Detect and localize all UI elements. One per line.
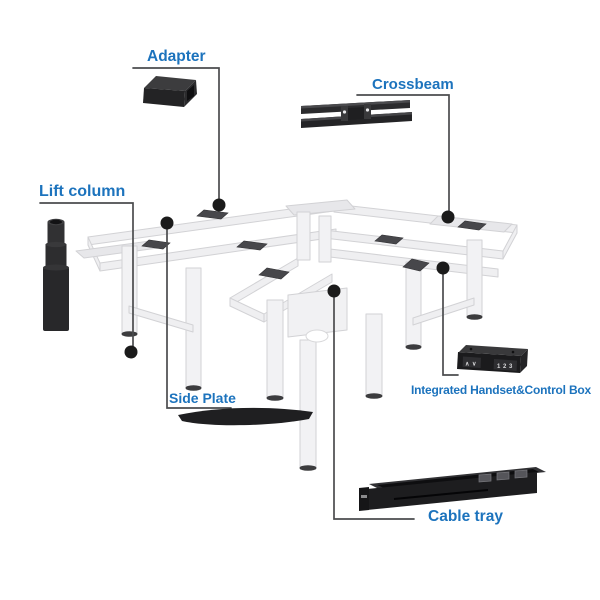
crossbeam-upper-beam-highlight	[301, 100, 410, 109]
handset-updown-buttons: ∧ ∨	[465, 362, 477, 368]
cable-tray-callout-dot	[327, 284, 341, 298]
adapter-plate	[258, 267, 290, 280]
leg-foot	[405, 344, 422, 350]
leg	[266, 299, 284, 398]
adapter-top-face	[144, 76, 196, 91]
crossbeam-label: Crossbeam	[372, 76, 454, 93]
side-plate-callout-dot	[160, 216, 174, 230]
bottom-wing-connector	[229, 297, 265, 323]
callout-dots	[124, 198, 455, 359]
lift-column-callout-line	[39, 202, 134, 347]
adapter-plate	[457, 220, 487, 231]
side-plate-label: Side Plate	[169, 390, 236, 406]
handset-preset-buttons: 1 2 3	[497, 364, 513, 370]
right-wing-end-connector	[502, 224, 518, 260]
leg	[299, 339, 317, 468]
leg-foot	[185, 385, 202, 391]
leg	[121, 245, 138, 334]
adapter-front-face	[143, 88, 185, 107]
leg-foot	[299, 465, 317, 471]
cable-tray-front-slot	[393, 489, 489, 500]
lift-column-stage-3-rim	[43, 264, 69, 271]
left-wing-crossbar	[128, 305, 194, 333]
lift-column-label: Lift column	[39, 183, 126, 200]
crossbeam-part	[301, 100, 412, 128]
lift-column-callout-dot	[124, 345, 138, 359]
hub-top-plate	[285, 199, 356, 216]
cable-tray-left-slot	[361, 495, 367, 498]
lift-column-stage-1	[47, 222, 65, 246]
leg-foot	[466, 314, 483, 320]
adapter-socket-hole	[187, 85, 194, 101]
leg	[365, 313, 383, 396]
crossbeam-screw-hole	[365, 108, 370, 112]
adapter-plates	[141, 209, 487, 280]
leg-foot	[365, 393, 383, 399]
adapter-plate	[374, 234, 404, 245]
handset-screw	[511, 350, 515, 354]
lift-column-top-bore	[50, 219, 62, 225]
side-plate-part	[178, 407, 313, 426]
cable-tray-left-end	[359, 487, 369, 511]
cable-tray-clip	[478, 473, 492, 483]
lift-column-stage-2	[45, 244, 67, 269]
cable-tray-label: Cable tray	[428, 508, 503, 525]
lift-column-part	[43, 218, 69, 331]
cable-tray-part	[359, 467, 546, 511]
adapter-label: Adapter	[147, 48, 206, 65]
lift-column-stage-3	[43, 267, 69, 331]
handset-button-panel-right	[493, 359, 517, 371]
handset-callout-dot	[436, 261, 450, 275]
desk-frame	[75, 199, 518, 471]
adapter-plate	[141, 239, 171, 250]
hub-column-right	[318, 215, 332, 263]
hub-column-left	[296, 211, 311, 261]
handset-top-face	[459, 345, 528, 356]
cable-tray-front-face	[367, 472, 537, 510]
adapter-callout-dot	[212, 198, 226, 212]
cable-tray-clip	[514, 469, 528, 479]
leg-foot	[121, 331, 138, 337]
cable-tray-clip	[496, 471, 510, 481]
handset-button-panel-left	[462, 356, 481, 368]
leg-foot	[266, 395, 284, 401]
side-plate-callout-line	[166, 228, 232, 409]
adapter-part	[143, 76, 197, 107]
crossbeam-screw-hole	[342, 110, 347, 114]
crossbeam-callout-line	[356, 94, 450, 212]
adapter-plate	[196, 209, 229, 220]
adapter-callout-line	[132, 67, 220, 200]
handset-screw	[469, 347, 473, 351]
handset-label: Integrated Handset&Control Box	[411, 383, 592, 397]
adapter-plate	[402, 258, 430, 272]
adapter-plate	[236, 240, 268, 251]
handset-part: ∧ ∨ 1 2 3	[457, 345, 528, 373]
lift-column-stage-2-rim	[45, 241, 67, 248]
handset-callout-line	[442, 273, 459, 376]
callout-lines	[39, 67, 459, 520]
hub-tray-notch	[305, 329, 329, 343]
handset-side-face	[520, 349, 528, 373]
crossbeam-center-bracket	[348, 107, 365, 120]
crossbeam-callout-dot	[441, 210, 455, 224]
cable-tray-callout-line	[333, 296, 415, 520]
leg	[405, 261, 422, 347]
hub-cable-tray	[287, 287, 348, 338]
